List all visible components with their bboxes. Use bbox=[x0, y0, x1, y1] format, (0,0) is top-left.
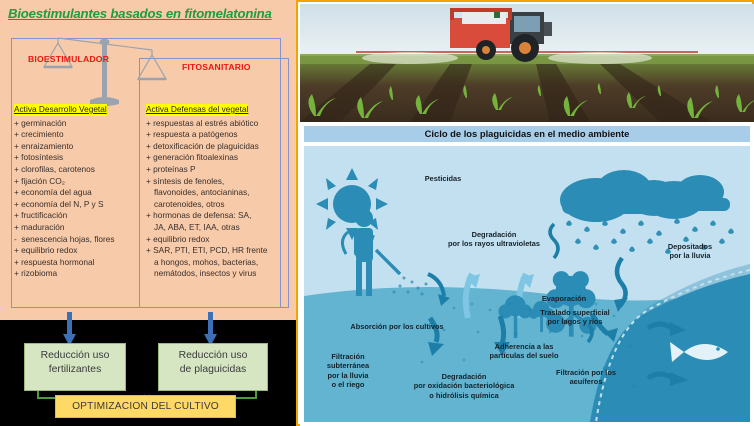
label-depositados-line1: Depositados bbox=[667, 242, 713, 251]
defensas-vegetal-item: + SAR, PTI, ETI, PCD, HR frente bbox=[146, 245, 268, 256]
desarrollo-vegetal-item: + fijación CO₂ bbox=[14, 175, 65, 186]
tractor-spraying-crops-photo bbox=[300, 4, 754, 122]
column-right-list: + respuestas al estrés abiótico+ respues… bbox=[146, 118, 292, 280]
label-pesticidas: Pesticidas bbox=[424, 174, 462, 183]
defensas-vegetal-item: + respuestas al estrés abiótico bbox=[146, 117, 259, 128]
defensas-vegetal-item: carotenoides, otros bbox=[154, 198, 225, 209]
column-left-list: + germinación+ crecimiento+ enraizamient… bbox=[14, 118, 138, 280]
defensas-vegetal-item: nemátodos, insectos y virus bbox=[154, 268, 257, 279]
defensas-vegetal-item: + proteínas P bbox=[146, 163, 196, 174]
label-degradacion-uv: Degradación por los rayos ultravioletas bbox=[430, 230, 558, 249]
label-filtracion-sub-line4: o el riego bbox=[331, 380, 365, 390]
label-adherencia-line1: Adherencia a las bbox=[494, 342, 554, 351]
label-filtracion-sub-line1: Filtración bbox=[331, 352, 365, 361]
desarrollo-vegetal-item: + rizobioma bbox=[14, 268, 58, 279]
outcome-fertilizantes-line1: Reducción uso bbox=[40, 350, 110, 361]
defensas-vegetal-item: + síntesis de fenoles, bbox=[146, 175, 225, 186]
arrow-down-plaguicidas bbox=[204, 312, 217, 346]
label-bioestimulador: BIOESTIMULADOR bbox=[28, 54, 110, 64]
label-traslado-line2: por lagos y ríos bbox=[547, 317, 603, 327]
label-adherencia-particulas: Adherencia a las partículas del suelo bbox=[476, 342, 572, 361]
desarrollo-vegetal-item: + economía del N, P y S bbox=[14, 198, 104, 209]
column-desarrollo-vegetal: Activa Desarrollo Vegetal + germinación+… bbox=[14, 104, 138, 280]
tree-icon bbox=[498, 271, 597, 338]
desarrollo-vegetal-item: + maduración bbox=[14, 221, 65, 232]
label-adherencia-line2: partículas del suelo bbox=[489, 351, 559, 361]
optimization-banner: OPTIMIZACION DEL CULTIVO bbox=[55, 395, 236, 418]
sun-icon bbox=[316, 168, 388, 240]
desarrollo-vegetal-item: + enraizamiento bbox=[14, 140, 74, 151]
defensas-vegetal-item: JA, ABA, ET, IAA, otras bbox=[154, 221, 240, 232]
label-traslado-superficial: Traslado superficial por lagos y ríos bbox=[520, 308, 630, 327]
defensas-vegetal-item: a hongos, mohos, bacterias, bbox=[154, 256, 259, 267]
label-evaporacion: Evaporación bbox=[541, 294, 587, 303]
label-degradacion-uv-line2: por los rayos ultravioletas bbox=[447, 239, 540, 249]
desarrollo-vegetal-item: + equilibrio redox bbox=[14, 245, 78, 256]
desarrollo-vegetal-item: + fructificación bbox=[14, 210, 68, 221]
defensas-vegetal-item: flavonoides, antocianinas, bbox=[154, 187, 250, 198]
desarrollo-vegetal-item: + germinación bbox=[14, 117, 67, 128]
outcome-box-fertilizantes: Reducción uso fertilizantes bbox=[24, 343, 126, 391]
desarrollo-vegetal-item: + respuesta hormonal bbox=[14, 256, 95, 267]
defensas-vegetal-item: + respuesta a patógenos bbox=[146, 129, 238, 140]
label-degradacion-ox-line2: por oxidación bacteriológica bbox=[413, 381, 515, 391]
fish-icon bbox=[670, 342, 728, 362]
comparison-inner-box bbox=[139, 58, 289, 308]
label-depositados-line2: por la lluvia bbox=[669, 251, 711, 261]
cloud-rain-icon bbox=[560, 170, 734, 254]
diagram-title: Ciclo de los plaguicidas en el medio amb… bbox=[424, 128, 630, 139]
outcome-box-plaguicidas: Reducción uso de plaguicidas bbox=[158, 343, 268, 391]
defensas-vegetal-item: + detoxificación de plaguicidas bbox=[146, 140, 259, 151]
label-degradacion-oxidacion: Degradación por oxidación bacteriológica… bbox=[384, 372, 544, 400]
defensas-vegetal-item: + hormonas de defensa: SA, bbox=[146, 210, 252, 221]
desarrollo-vegetal-item: + clorofilas, carotenos bbox=[14, 163, 95, 174]
bioestimulantes-panel: Bioestimulantes basados en fitomelatonin… bbox=[0, 0, 296, 320]
farmer-spraying-icon bbox=[341, 209, 402, 296]
column-defensas-vegetal: Activa Defensas del vegetal + respuestas… bbox=[146, 104, 292, 280]
arrow-down-fertilizantes bbox=[63, 312, 76, 346]
desarrollo-vegetal-item: + economía del agua bbox=[14, 187, 92, 198]
label-acuiferos-line2: acuíferos bbox=[569, 377, 603, 387]
pesticide-cycle-diagram: Ciclo de los plaguicidas en el medio amb… bbox=[300, 122, 754, 426]
label-fitosanitario: FITOSANITARIO bbox=[182, 62, 251, 72]
label-degradacion-ox-line1: Degradación bbox=[441, 372, 487, 381]
outcome-fertilizantes-line2: fertilizantes bbox=[48, 364, 102, 375]
desarrollo-vegetal-item: + crecimiento bbox=[14, 129, 64, 140]
label-filtracion-acuiferos: Filtración por los acuíferos bbox=[538, 368, 634, 387]
defensas-vegetal-item: + equilibrio redox bbox=[146, 233, 210, 244]
label-absorcion-cultivos: Absorción por los cultivos bbox=[350, 322, 444, 331]
pesticide-cycle-panel: Ciclo de los plaguicidas en el medio amb… bbox=[296, 0, 754, 426]
label-depositados-lluvia: Depositados por la lluvia bbox=[648, 242, 732, 261]
label-acuiferos-line1: Filtración por los bbox=[556, 368, 616, 377]
balance-scale-icon bbox=[42, 37, 168, 106]
label-filtracion-subterranea: Filtración subterránea por la lluvia o e… bbox=[312, 352, 384, 390]
desarrollo-vegetal-item: - senescencia hojas, flores bbox=[14, 233, 115, 244]
column-right-heading: Activa Defensas del vegetal bbox=[146, 104, 249, 116]
label-filtracion-sub-line3: por la lluvia bbox=[327, 370, 369, 380]
column-left-heading: Activa Desarrollo Vegetal bbox=[14, 104, 107, 116]
label-traslado-line1: Traslado superficial bbox=[540, 308, 610, 317]
defensas-vegetal-item: + generación fitoalexinas bbox=[146, 152, 239, 163]
label-degradacion-uv-line1: Degradación bbox=[471, 230, 517, 239]
diagram-title-bar: Ciclo de los plaguicidas en el medio amb… bbox=[304, 126, 750, 142]
label-filtracion-sub-line2: subterránea bbox=[326, 361, 370, 371]
desarrollo-vegetal-item: + fotosíntesis bbox=[14, 152, 64, 163]
label-degradacion-ox-line3: o hidrólisis química bbox=[429, 390, 499, 400]
outcome-plaguicidas-line1: Reducción uso bbox=[178, 350, 248, 361]
outcome-plaguicidas-line2: de plaguicidas bbox=[179, 364, 247, 375]
page-title: Bioestimulantes basados en fitomelatonin… bbox=[8, 6, 272, 21]
diagram-scene: Pesticidas Degradación por los rayos ult… bbox=[304, 146, 750, 422]
